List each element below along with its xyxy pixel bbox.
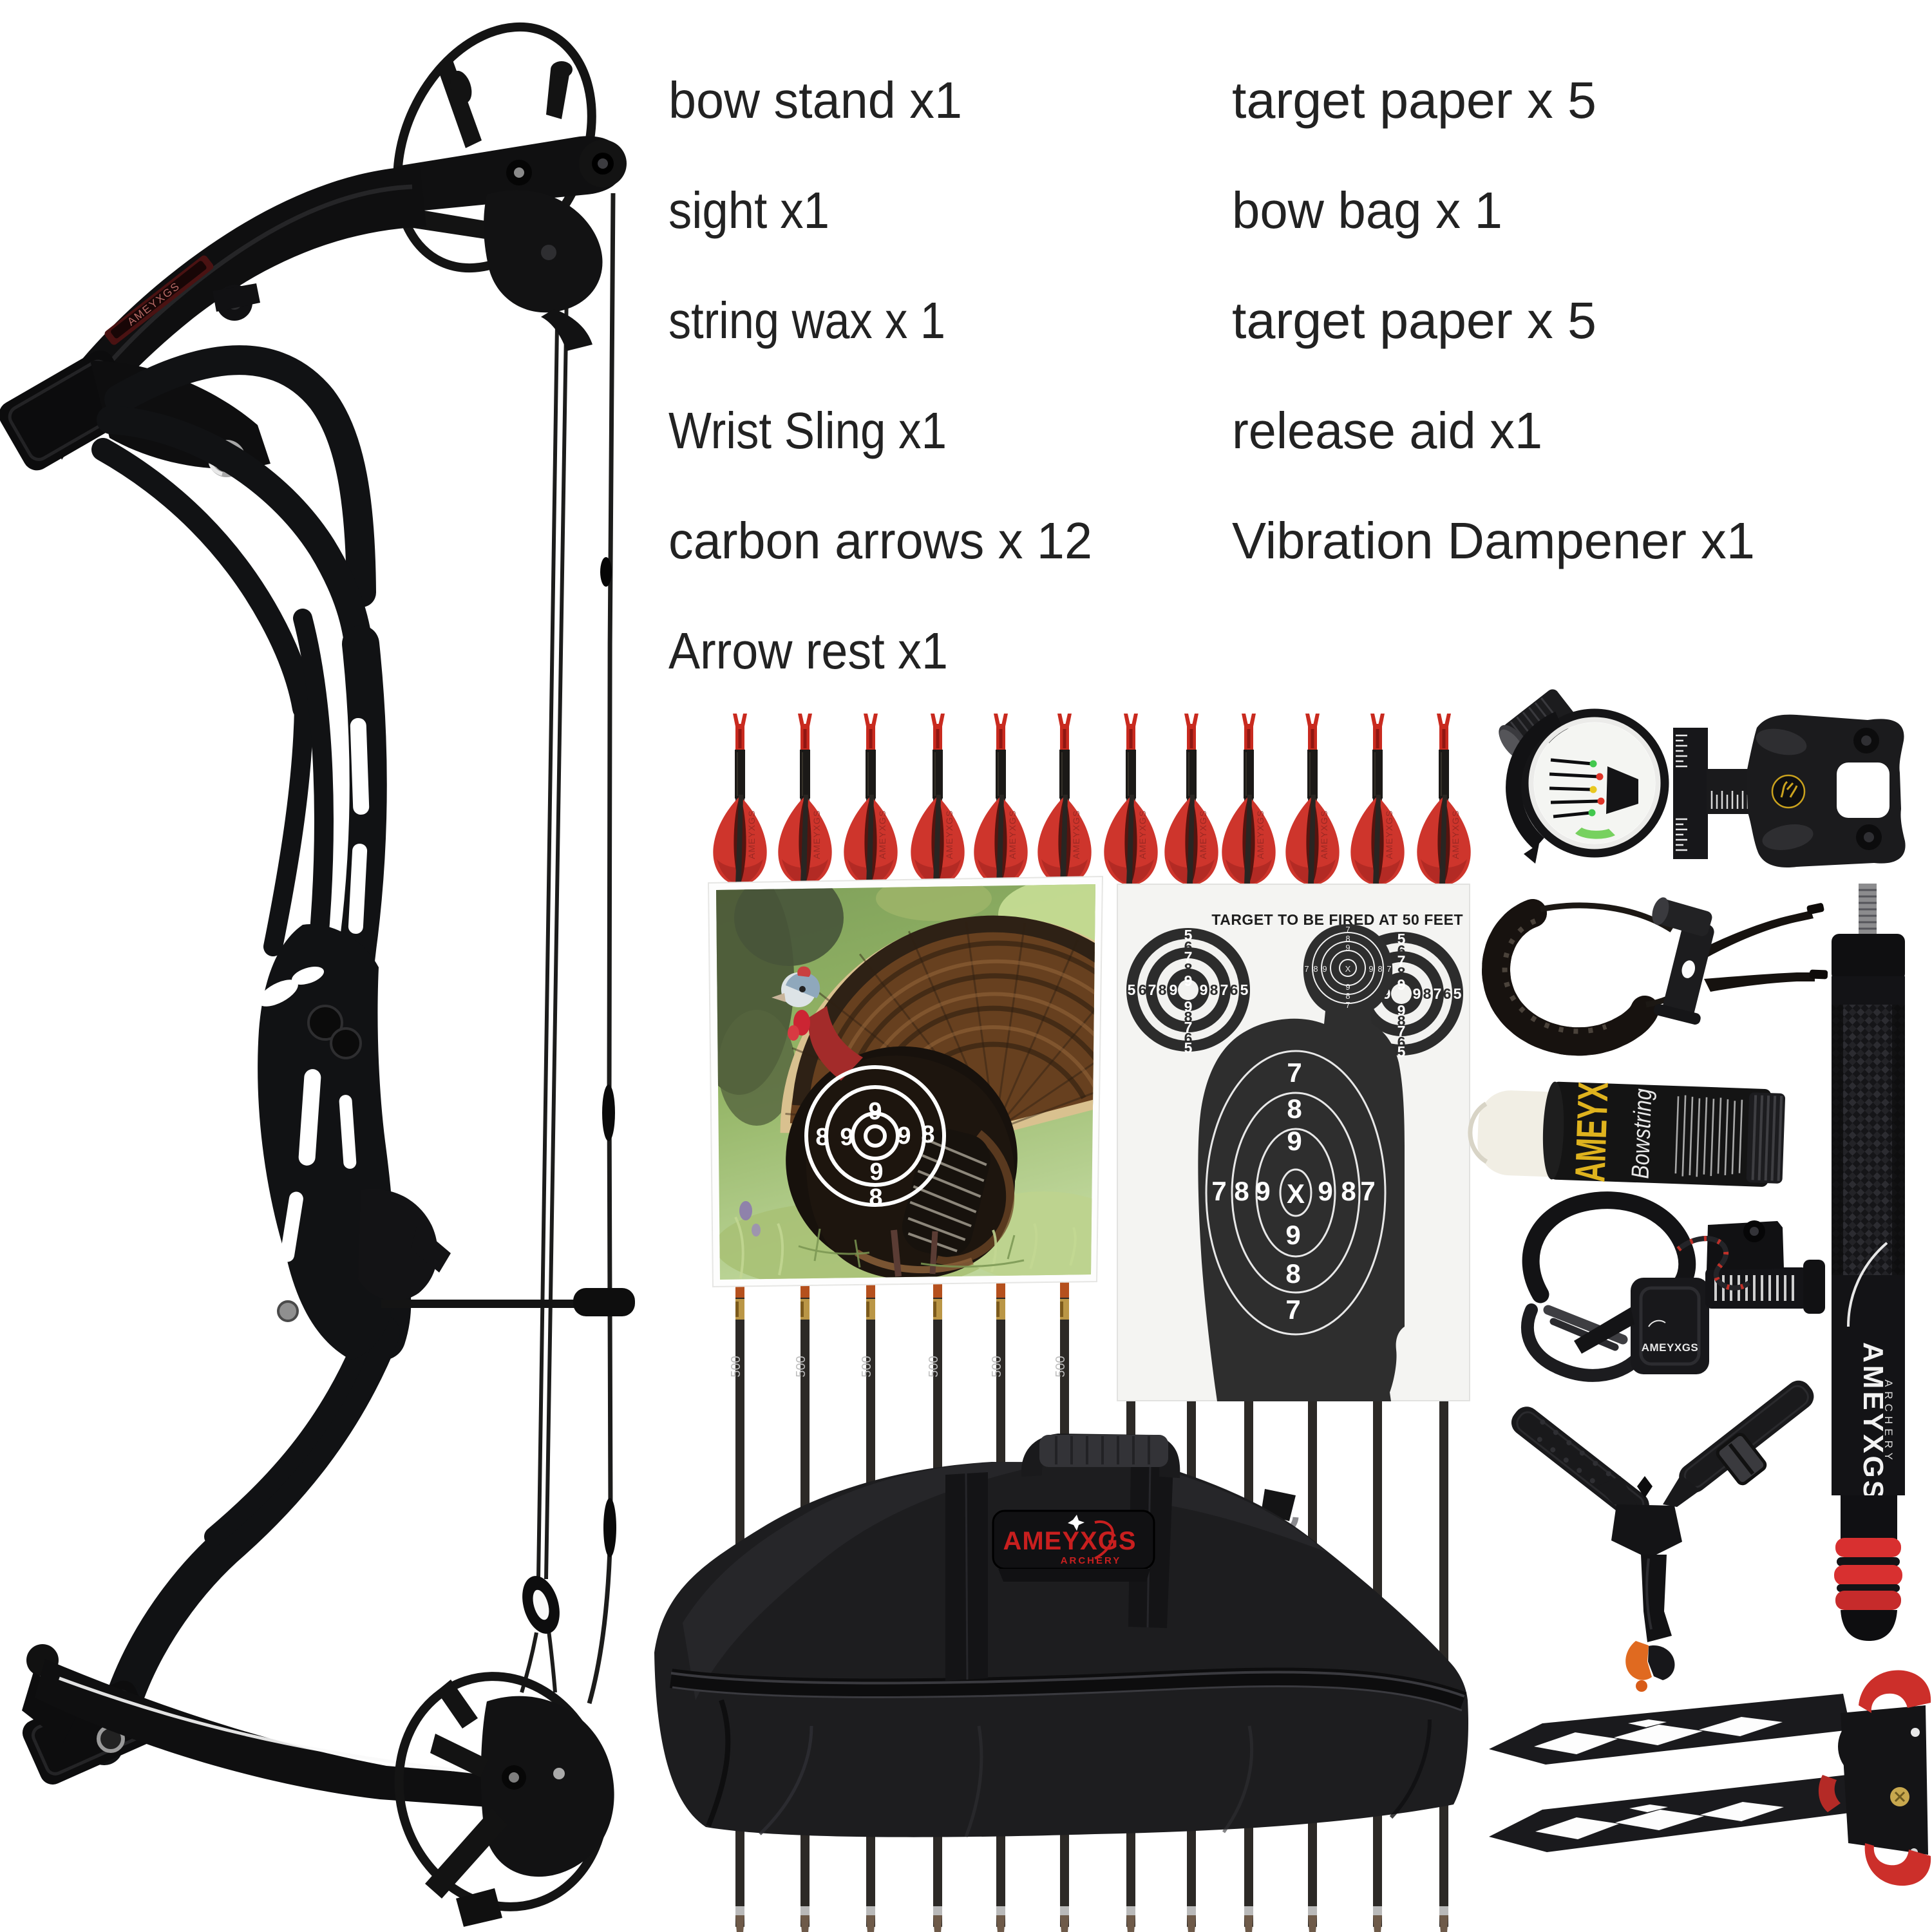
svg-text:X: X [1287,1179,1305,1209]
svg-text:8: 8 [1345,934,1350,943]
svg-text:carbon arrows x 12: carbon arrows x 12 [668,512,1092,569]
svg-text:9: 9 [1345,943,1350,952]
svg-text:Vibration Dampener x1: Vibration Dampener x1 [1232,512,1755,569]
svg-text:ARCHERY: ARCHERY [1061,1555,1122,1566]
svg-text:7: 7 [1287,1057,1302,1088]
svg-text:target paper x 5: target paper x 5 [1232,71,1596,129]
svg-text:8: 8 [921,1121,934,1148]
svg-text:7: 7 [1304,964,1309,974]
svg-text:8: 8 [1313,964,1318,974]
svg-text:X: X [1345,964,1351,974]
svg-text:target paper x 5: target paper x 5 [1232,292,1596,349]
svg-text:7: 7 [1360,1176,1375,1206]
svg-text:8: 8 [1345,991,1350,1001]
svg-text:Arrow rest x1: Arrow rest x1 [668,622,948,679]
svg-text:9: 9 [1322,964,1327,974]
svg-text:release aid x1: release aid x1 [1232,402,1542,459]
svg-text:8: 8 [1285,1258,1300,1289]
svg-text:AMEYXGS: AMEYXGS [1003,1527,1136,1555]
svg-text:7: 7 [1211,1176,1226,1206]
svg-text:9: 9 [869,1159,883,1186]
svg-text:bow bag x 1: bow bag x 1 [1232,182,1502,239]
svg-text:9: 9 [897,1122,911,1150]
svg-text:8: 8 [1287,1094,1302,1124]
svg-text:7: 7 [1387,964,1391,974]
svg-text:9: 9 [1255,1176,1270,1206]
svg-text:Wrist Sling x1: Wrist Sling x1 [668,402,947,459]
svg-text:9: 9 [1368,964,1373,974]
svg-text:8: 8 [815,1124,829,1151]
svg-text:string wax x 1: string wax x 1 [668,292,945,349]
svg-text:TARGET TO BE FIRED AT 50 FEET: TARGET TO BE FIRED AT 50 FEET [1211,911,1463,928]
svg-text:9: 9 [840,1124,853,1151]
svg-text:AMEYX: AMEYX [1566,1081,1616,1183]
svg-text:9: 9 [1285,1220,1300,1250]
svg-text:AMEYXGS: AMEYXGS [1857,1342,1889,1502]
svg-text:bow stand x1: bow stand x1 [668,71,962,129]
svg-text:9: 9 [868,1098,882,1125]
svg-text:8: 8 [1234,1176,1249,1206]
svg-text:7: 7 [1345,925,1350,934]
svg-text:9: 9 [1287,1126,1302,1156]
svg-text:sight x1: sight x1 [668,182,829,239]
svg-text:7: 7 [1285,1294,1300,1325]
svg-text:8: 8 [869,1184,882,1211]
svg-text:Bowstring: Bowstring [1627,1088,1658,1179]
svg-text:ARCHERY: ARCHERY [1882,1379,1895,1464]
svg-text:9: 9 [1318,1176,1332,1206]
svg-text:9: 9 [1345,982,1350,992]
svg-text:AMEYXGS: AMEYXGS [1642,1341,1699,1354]
svg-text:7: 7 [1345,1000,1350,1010]
svg-text:8: 8 [1341,1176,1356,1206]
svg-text:8: 8 [1378,964,1382,974]
